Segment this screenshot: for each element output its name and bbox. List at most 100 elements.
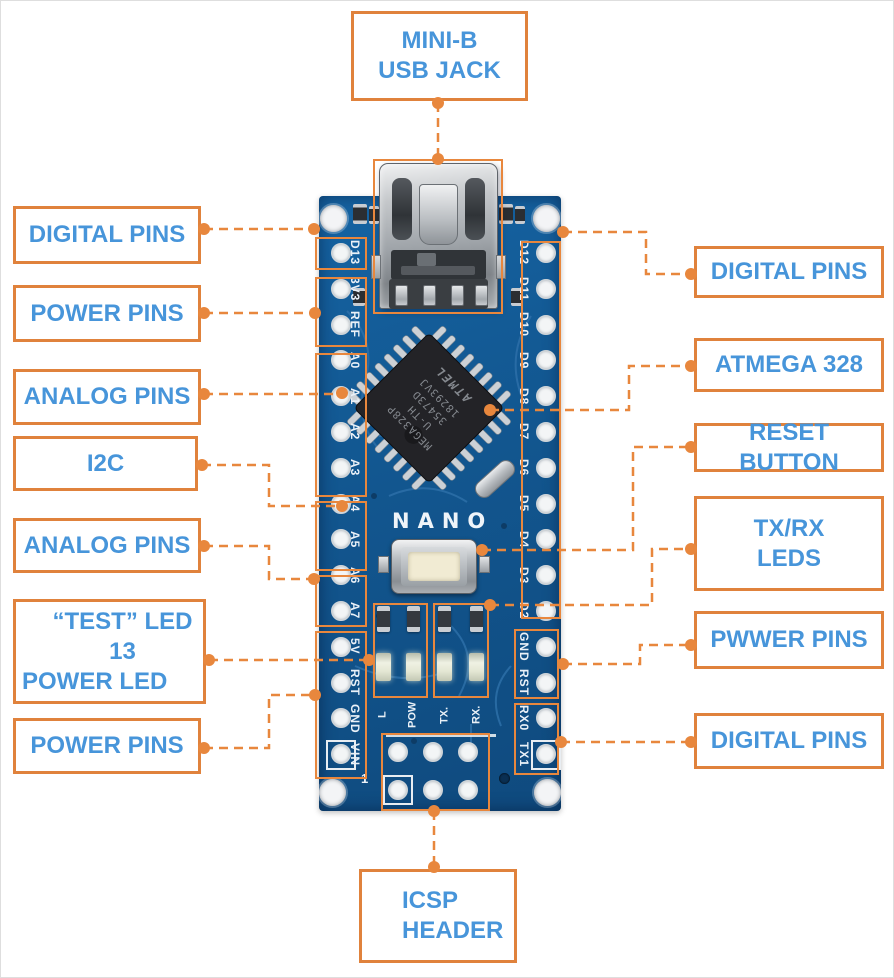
crystal-oscillator <box>475 460 515 498</box>
led-silkscreen-label-rx: RX. <box>470 705 483 725</box>
pin-label-gnd: GND <box>517 631 531 662</box>
pin-label-a3: A3 <box>348 459 362 477</box>
pin-pad-a5 <box>331 529 351 550</box>
callout-text: POWER PINS <box>30 732 184 759</box>
callout-text: LEDS <box>756 544 821 572</box>
usb-tongue <box>419 184 458 245</box>
pin-label-rst: RST <box>517 669 531 697</box>
callout-digital-pins-left: DIGITAL PINS <box>13 206 201 264</box>
usb-opening-detail <box>417 253 436 266</box>
callout-text: PWWER PINS <box>710 626 868 653</box>
smd-resistor <box>438 606 451 632</box>
callout-power-pins-top-left: POWER PINS <box>13 285 201 342</box>
reset-button <box>391 539 477 594</box>
mounting-hole <box>319 779 346 806</box>
icsp-pad <box>388 742 408 762</box>
mounting-hole <box>533 205 560 232</box>
led-silkscreen-label-pow: POW <box>406 701 419 729</box>
callout-analog-pins-bottom: ANALOG PINS <box>13 518 201 573</box>
callout-text: “TEST” LED 13 <box>52 607 193 665</box>
highlight-power-bottom <box>315 631 367 779</box>
pin-pad-d7 <box>536 422 556 442</box>
pin-pad-3v3 <box>331 278 351 299</box>
callout-text: POWER LED <box>22 667 168 695</box>
pin-label-a5: A5 <box>348 530 362 549</box>
small-drill-hole <box>499 773 510 784</box>
mini-b-usb-jack <box>371 163 506 309</box>
pin-label-5v: 5V <box>348 638 362 656</box>
icsp-pad <box>388 780 408 800</box>
smd-component <box>515 206 525 224</box>
pin-pad-ref <box>331 314 351 335</box>
pin-label-d12: D12 <box>517 240 531 266</box>
icsp-silk-line <box>386 734 496 737</box>
smd-resistor <box>377 606 390 632</box>
highlight-right-rx-tx <box>514 703 559 775</box>
connector-digital-right-top <box>563 230 691 276</box>
callout-mini-b-usb-jack: MINI-B USB JACK <box>351 11 528 101</box>
pin-pad-rst <box>536 672 556 693</box>
pin-label-a1: A1 <box>348 387 362 405</box>
pin-pad-d10 <box>536 314 556 335</box>
callout-digital-pins-right-bottom: DIGITAL PINS <box>694 713 884 769</box>
led-silkscreen-label-l: L <box>376 711 389 719</box>
highlight-icsp-header <box>381 733 490 811</box>
callout-text: RESET BUTTON <box>739 418 839 476</box>
icsp-pad <box>423 742 443 762</box>
highlight-led-l-pow <box>373 603 428 698</box>
led-rx <box>469 653 484 681</box>
tx1-square-pad <box>531 740 561 770</box>
pin-label-a7: A7 <box>348 602 362 620</box>
pin-pad-gnd <box>536 636 556 657</box>
icsp-pin1-square <box>383 775 413 805</box>
usb-slot <box>392 178 412 240</box>
connector-analog-bottom <box>204 544 314 581</box>
pin-pad-vin <box>331 744 351 765</box>
callout-text: ANALOG PINS <box>23 383 191 410</box>
board-name-silkscreen: NANO <box>392 509 494 533</box>
pin-label-d11: D11 <box>517 276 531 301</box>
pin-pad-a2 <box>331 422 351 442</box>
callout-icsp-header: ICSP HEADER <box>359 869 517 963</box>
callout-analog-pins-top: ANALOG PINS <box>13 369 201 425</box>
smd-component <box>511 288 523 306</box>
reset-button-cap <box>408 552 460 581</box>
callout-test-led-power-led: “TEST” LED 13 POWER LED <box>13 599 206 704</box>
pin-pad-d11 <box>536 278 556 299</box>
usb-opening <box>391 250 486 280</box>
callout-power-pins-bottom-left: POWER PINS <box>13 718 201 774</box>
reset-button-leg <box>479 556 490 573</box>
pin-pad-5v <box>331 636 351 657</box>
callout-text: HEADER <box>402 917 504 944</box>
callout-text: DIGITAL PINS <box>28 221 186 248</box>
pin-label-rst: RST <box>348 669 362 697</box>
callout-text: DIGITAL PINS <box>710 258 868 285</box>
icsp-pad <box>458 742 478 762</box>
pin-pad-d12 <box>536 243 556 263</box>
usb-slot <box>465 178 485 240</box>
pin-pad-tx1 <box>536 744 556 765</box>
callout-digital-pins-right-top: DIGITAL PINS <box>694 246 884 298</box>
arduino-nano-board: MEGA328P U-TH 35473D 18293VJ ATMEL <box>319 163 561 811</box>
icsp-pad <box>423 780 443 800</box>
pin-label-d10: D10 <box>517 312 531 338</box>
pin-label-vin: VIN <box>348 742 362 766</box>
smd-resistor <box>407 606 420 632</box>
board-artwork: MEGA328P U-TH 35473D 18293VJ ATMEL <box>346 310 532 762</box>
mounting-hole <box>320 205 347 232</box>
led-tx <box>437 653 452 681</box>
pin-label-d2: D2 <box>517 602 531 620</box>
pin-label-d9: D9 <box>517 351 531 370</box>
callout-text: ICSP <box>402 887 459 914</box>
callout-text: I2C <box>86 449 125 477</box>
callout-text: POWER PINS <box>30 299 184 327</box>
highlight-analog-a6-a7 <box>315 575 367 627</box>
highlight-right-digital <box>521 241 561 619</box>
pin-pad-a7 <box>331 601 351 621</box>
highlight-i2c-a4-a5 <box>315 501 367 571</box>
highlight-right-gnd-rst <box>514 629 559 699</box>
reset-button-leg <box>378 556 389 573</box>
callout-tx-rx-leds: TX/RX LEDS <box>694 496 884 591</box>
callout-text: ANALOG PINS <box>23 531 191 559</box>
